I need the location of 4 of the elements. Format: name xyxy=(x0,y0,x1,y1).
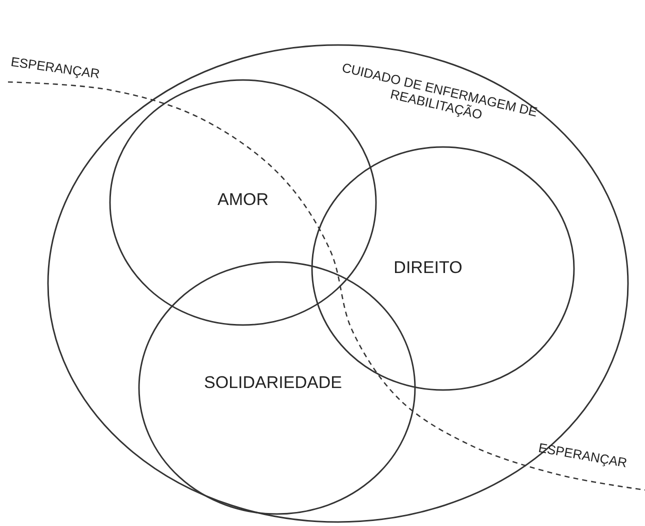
curve-label: ESPERANÇAR xyxy=(10,54,101,82)
circle-label: AMOR xyxy=(218,190,268,210)
circle-label: SOLIDARIEDADE xyxy=(204,373,342,393)
circle-label: DIREITO xyxy=(394,258,462,278)
